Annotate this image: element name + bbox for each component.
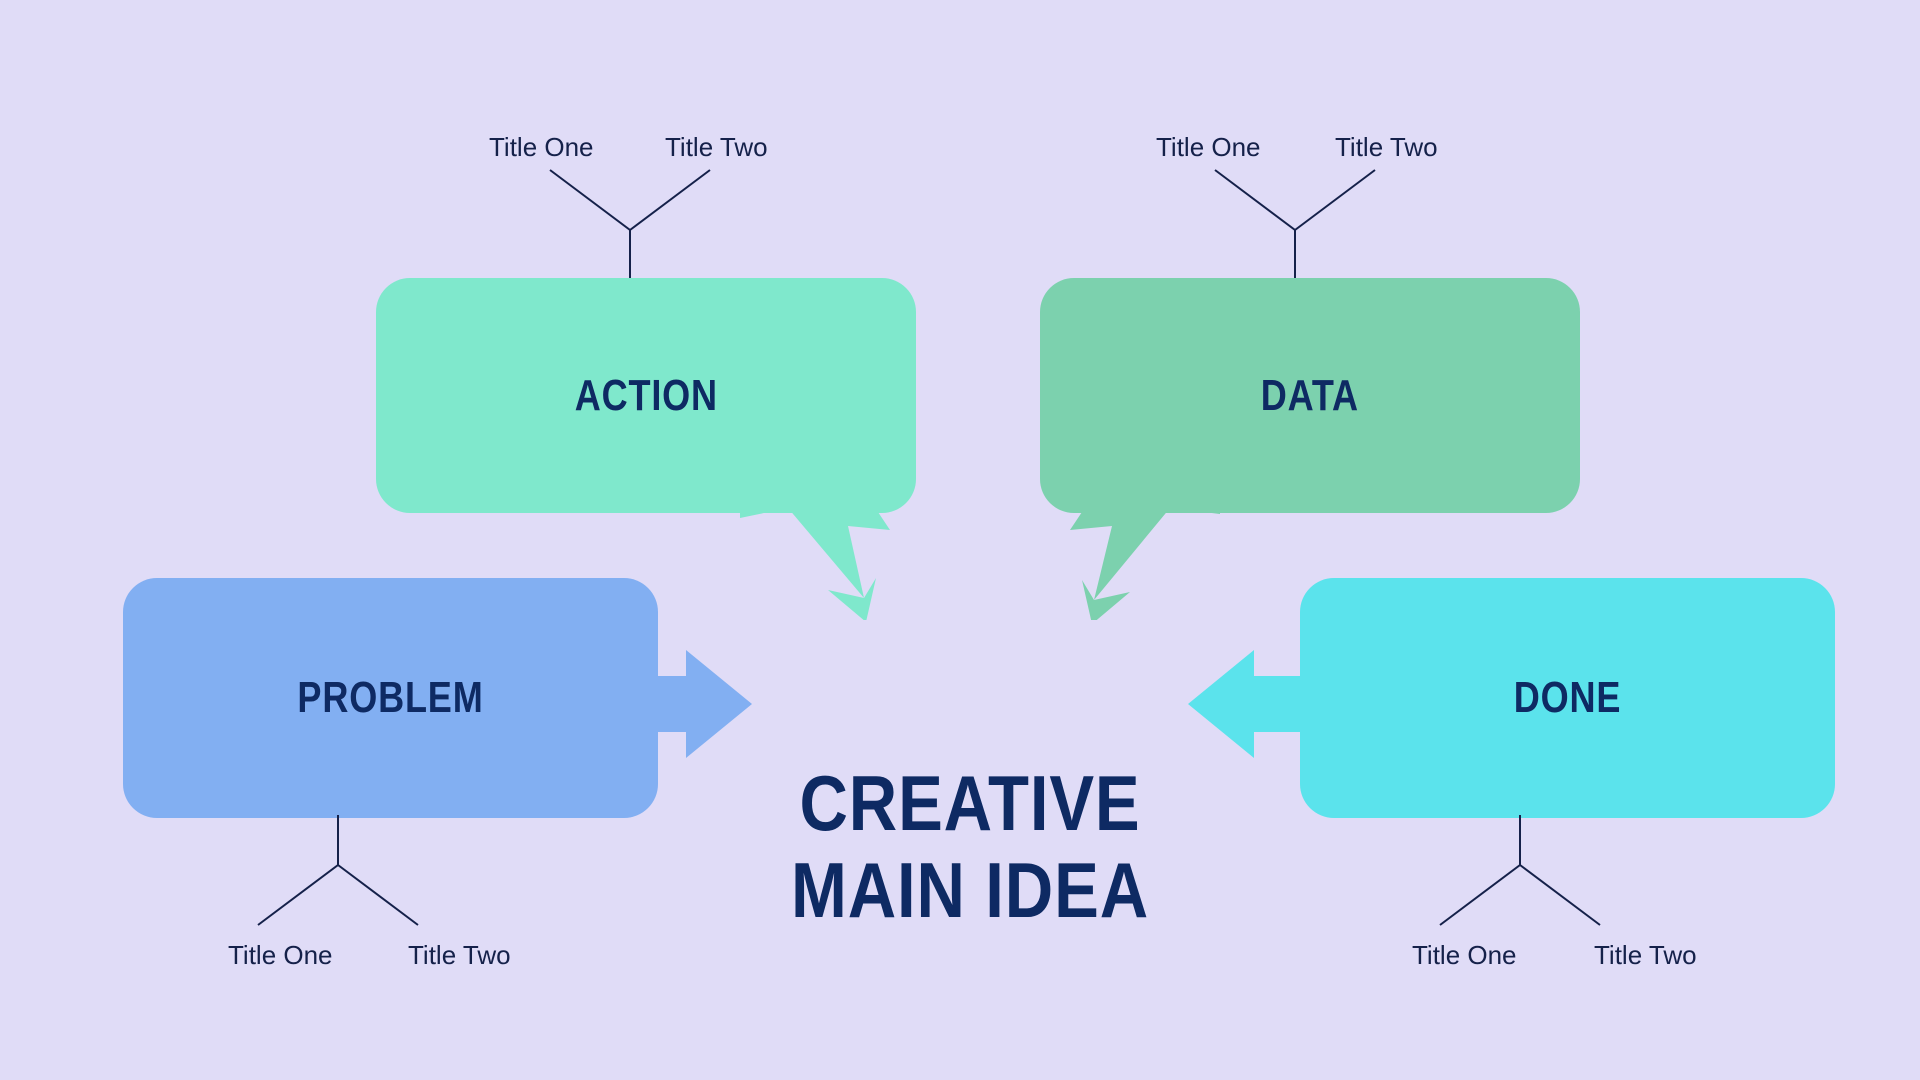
node-label-done: DONE bbox=[1513, 673, 1622, 722]
done-title-two: Title Two bbox=[1594, 940, 1697, 970]
action-title-one: Title One bbox=[489, 132, 594, 162]
problem-title-two: Title Two bbox=[408, 940, 511, 970]
node-label-action: ACTION bbox=[574, 370, 718, 420]
center-heading-line-1: CREATIVE bbox=[799, 759, 1141, 847]
problem-connector bbox=[257, 815, 419, 926]
problem-title-one: Title One bbox=[228, 940, 333, 970]
node-box-action[interactable]: ACTION bbox=[376, 278, 916, 513]
node-label-data: DATA bbox=[1260, 370, 1360, 420]
done-title-one: Title One bbox=[1412, 940, 1517, 970]
node-label-problem: PROBLEM bbox=[297, 673, 484, 722]
node-box-problem[interactable]: PROBLEM bbox=[123, 578, 658, 818]
data-title-one: Title One bbox=[1156, 132, 1261, 162]
data-connector bbox=[1214, 169, 1376, 280]
node-box-done[interactable]: DONE bbox=[1300, 578, 1835, 818]
node-box-data[interactable]: DATA bbox=[1040, 278, 1580, 513]
data-title-two: Title Two bbox=[1335, 132, 1438, 162]
done-connector bbox=[1439, 815, 1601, 926]
action-connector bbox=[549, 169, 711, 280]
center-heading: CREATIVE MAIN IDEA bbox=[760, 759, 1180, 935]
action-title-two: Title Two bbox=[665, 132, 768, 162]
center-heading-line-2: MAIN IDEA bbox=[790, 846, 1150, 935]
done-arrow-tail-left bbox=[1188, 650, 1310, 758]
